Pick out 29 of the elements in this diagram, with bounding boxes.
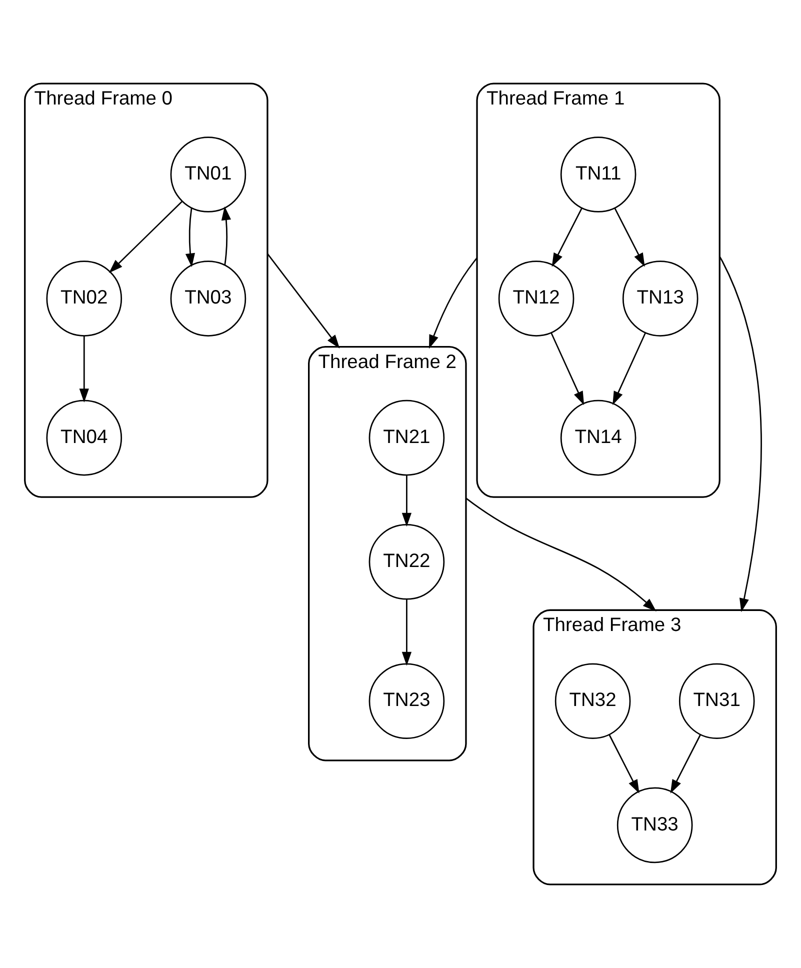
arrow — [612, 332, 646, 406]
node-circle: TN33 — [616, 787, 693, 864]
node-circle: TN31 — [678, 663, 755, 740]
arrow — [719, 256, 762, 612]
arrow — [221, 206, 231, 266]
node-circle: TN04 — [46, 400, 122, 476]
arrow — [466, 498, 656, 612]
arrow — [670, 734, 701, 794]
arrow — [79, 336, 89, 402]
node-circle: TN23 — [368, 663, 445, 740]
arrow — [428, 258, 478, 349]
arrow — [550, 332, 584, 406]
arrow — [608, 734, 640, 794]
node-circle: TN21 — [368, 400, 445, 476]
node-circle: TN14 — [560, 400, 636, 476]
arrow — [266, 253, 340, 348]
node-circle: TN32 — [554, 663, 631, 740]
node-circle: TN13 — [622, 260, 698, 336]
arrow — [108, 201, 182, 273]
arrow — [185, 208, 196, 268]
node-circle: TN11 — [560, 136, 636, 212]
arrow — [552, 208, 582, 267]
node-circle: TN01 — [170, 136, 246, 212]
node-circle: TN03 — [170, 260, 246, 336]
node-circle: TN12 — [498, 260, 574, 336]
arrow — [402, 476, 412, 527]
arrow — [402, 599, 412, 666]
arrow — [614, 208, 645, 267]
node-circle: TN22 — [368, 524, 445, 600]
